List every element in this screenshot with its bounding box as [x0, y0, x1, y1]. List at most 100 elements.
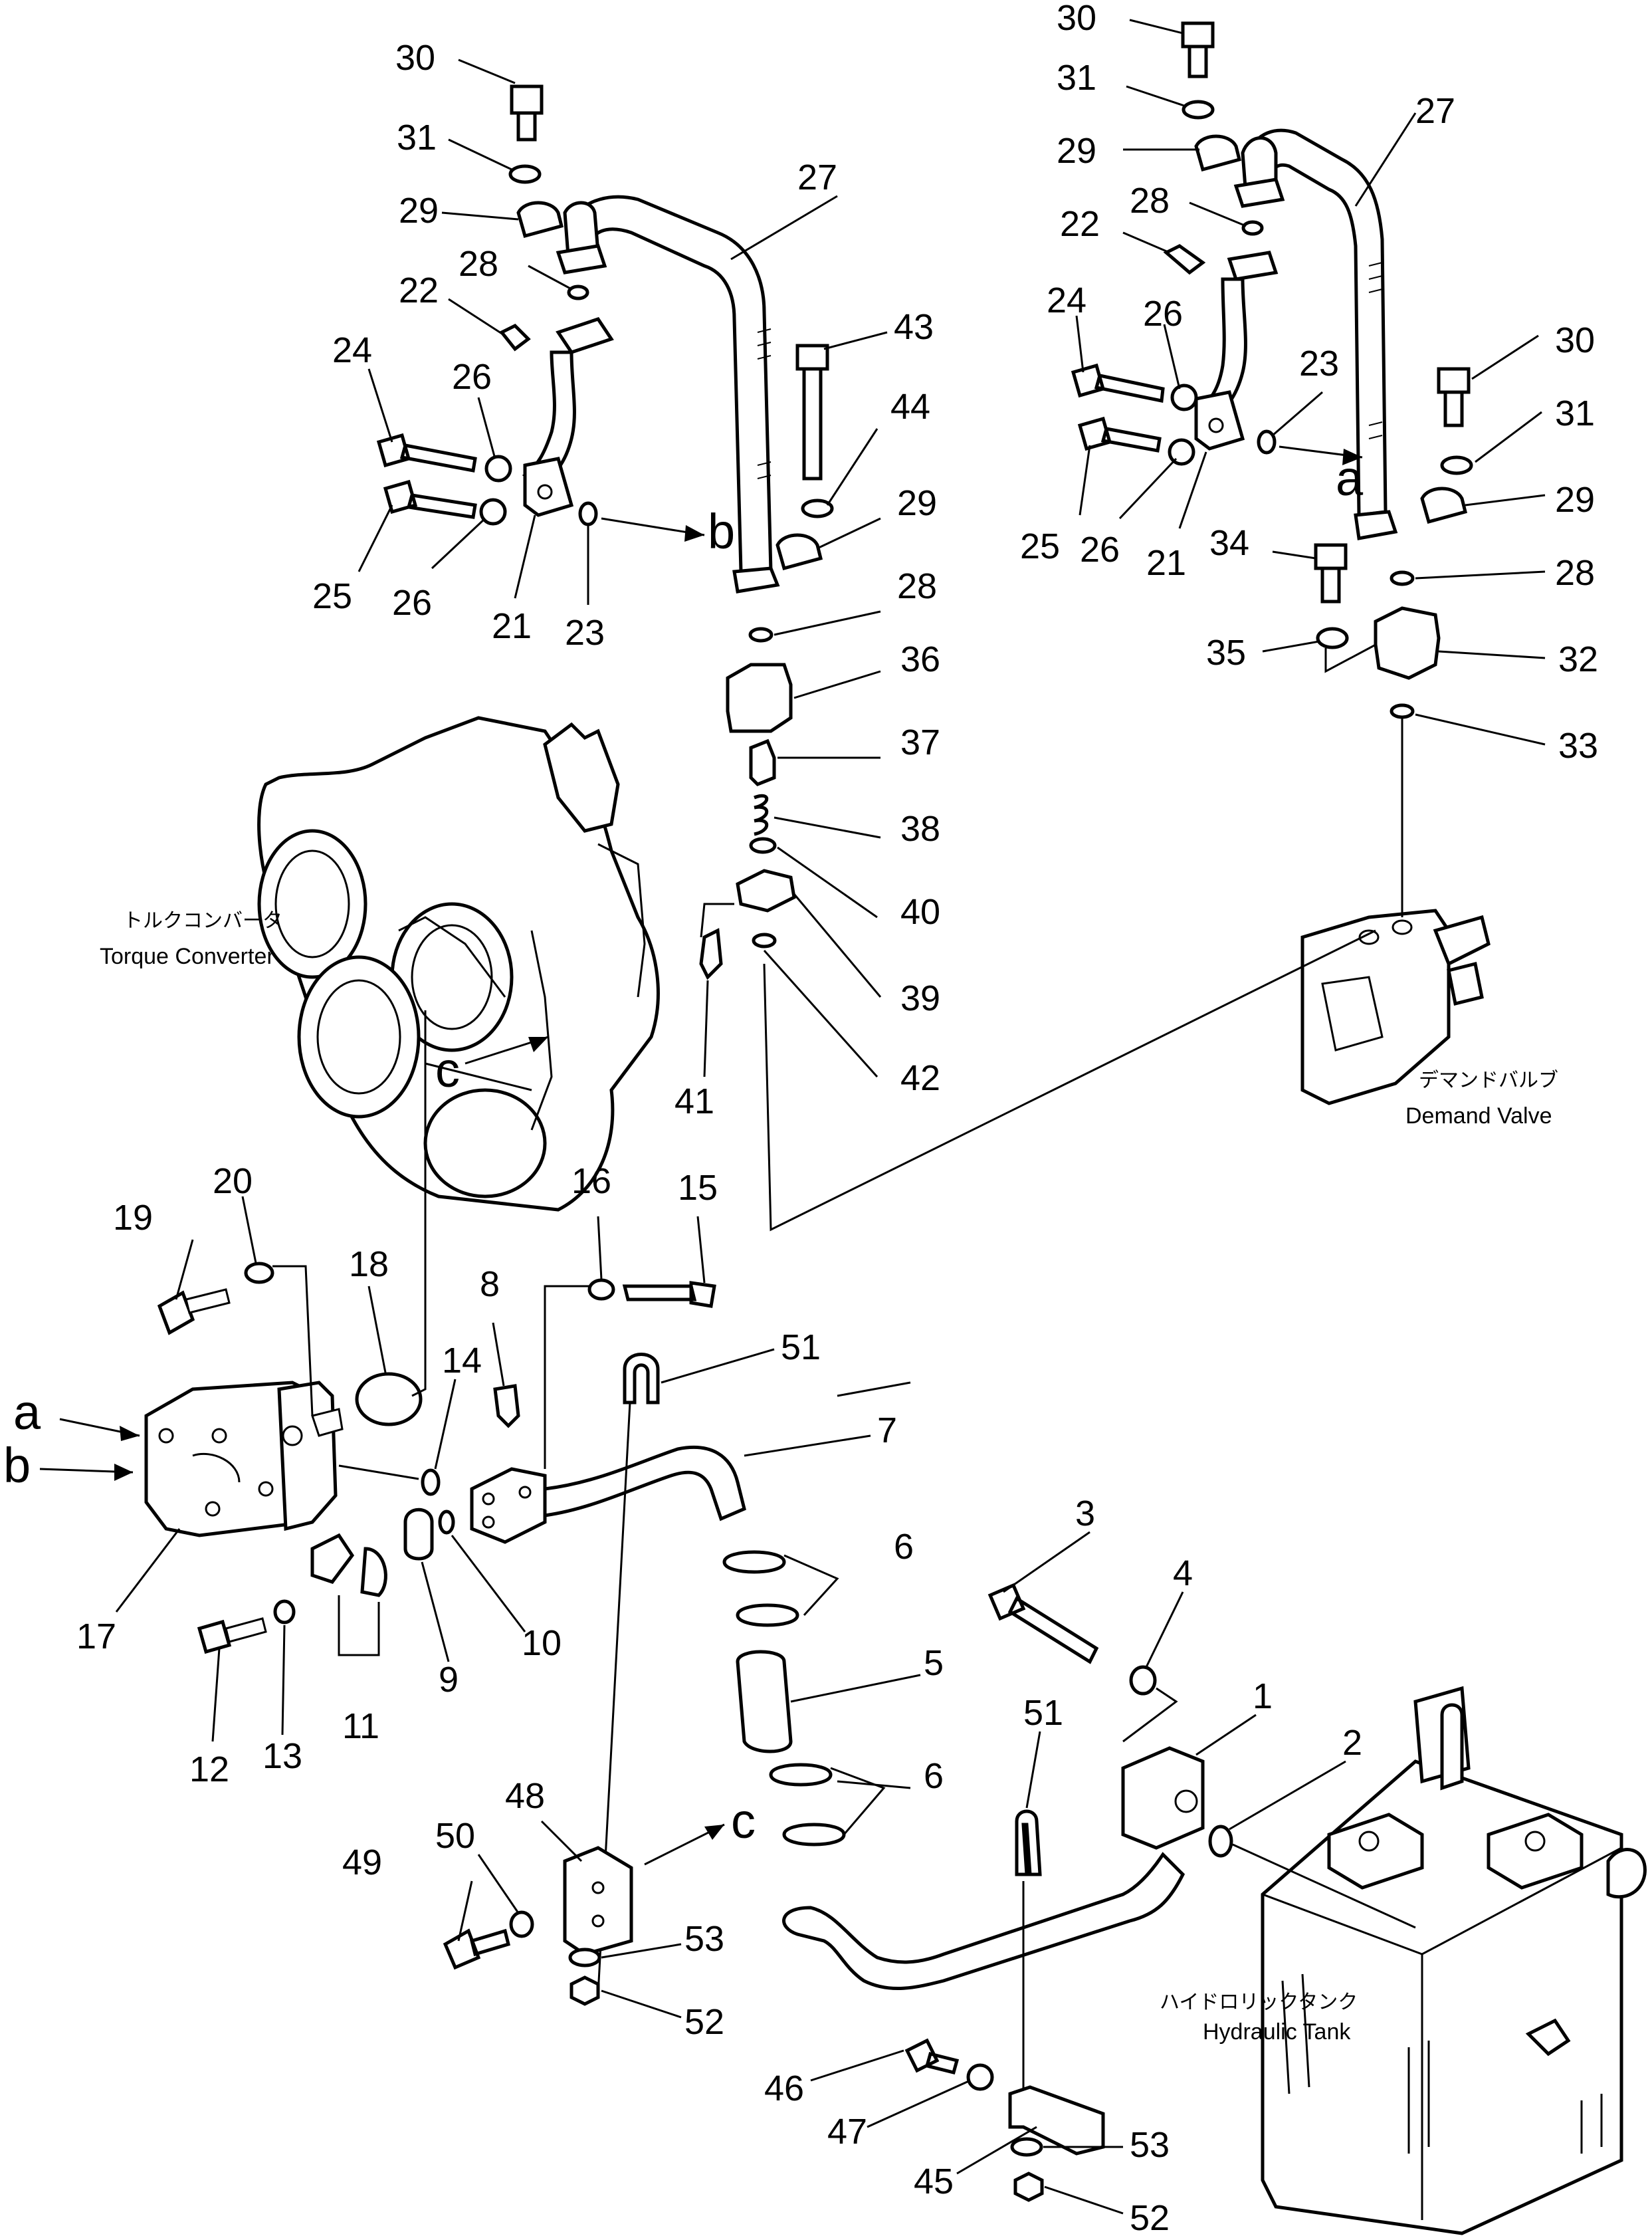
- hose-clamp-6b: [736, 1603, 799, 1627]
- bolt-25-left: [383, 479, 477, 519]
- arrow-a-into-pump: a: [13, 1385, 140, 1441]
- washer-47: [966, 2063, 994, 2091]
- callout-21-right: 21: [1146, 543, 1186, 583]
- nut-52: [569, 1975, 600, 2006]
- hose-clamp-6d: [782, 1823, 846, 1846]
- callout-16: 16: [571, 1161, 611, 1201]
- washer-26-left-a: [484, 455, 512, 483]
- bracket-48: [563, 1846, 633, 1956]
- demand-valve-label-en: Demand Valve: [1405, 1103, 1552, 1129]
- callout-30-right-top: 30: [1057, 0, 1096, 38]
- washer-26-left-b: [479, 498, 507, 526]
- callout-32: 32: [1558, 639, 1598, 679]
- callout-46: 46: [764, 2069, 804, 2108]
- callout-2: 2: [1342, 1723, 1362, 1763]
- callout-40: 40: [900, 892, 940, 932]
- washer-16: [587, 1278, 615, 1301]
- callout-33: 33: [1558, 726, 1598, 766]
- callout-7: 7: [877, 1410, 897, 1450]
- torque-converter-label-en: Torque Converter: [100, 944, 274, 969]
- line-o-ring-2-to-tank: [1232, 1843, 1416, 1929]
- callout-1: 1: [1253, 1676, 1273, 1716]
- callout-12: 12: [189, 1749, 229, 1789]
- part-number-callouts: 30 31 29 28 22 24 26 25 26 21 23 27 43 4…: [76, 0, 1598, 2238]
- hose-clamp-6a: [722, 1550, 786, 1574]
- callout-28-right-mid: 28: [1555, 553, 1595, 593]
- arrow-letter-a-pump: a: [13, 1385, 41, 1440]
- washer-53: [568, 1948, 601, 1967]
- callout-13: 13: [262, 1736, 302, 1776]
- line-block-to-demand-valve: [763, 929, 1376, 1232]
- callout-28-left-lower: 28: [897, 566, 937, 606]
- callout-20: 20: [213, 1161, 253, 1201]
- callout-23-right: 23: [1299, 344, 1339, 384]
- callout-29-left-lower: 29: [897, 483, 937, 523]
- callout-42: 42: [900, 1058, 940, 1098]
- callout-9: 9: [439, 1660, 459, 1700]
- washer-53-lower: [1010, 2137, 1043, 2157]
- callout-11: 11: [342, 1706, 379, 1746]
- adapter-block-15-16: [470, 1467, 547, 1544]
- callout-49: 49: [342, 1843, 382, 1882]
- o-ring-10: [438, 1510, 455, 1535]
- block-36: [726, 663, 793, 733]
- callout-52-left: 52: [684, 2002, 724, 2042]
- callout-30-right-mid: 30: [1555, 320, 1595, 360]
- bolt-24-left: [376, 433, 477, 473]
- bolt-3: [987, 1583, 1099, 1664]
- callout-31-right-mid: 31: [1555, 393, 1595, 433]
- callout-26-right-top: 26: [1143, 294, 1183, 334]
- fitting-37: [749, 738, 776, 786]
- washer-20: [244, 1262, 274, 1284]
- hydraulic-pump: [144, 1381, 344, 1537]
- callout-35: 35: [1206, 633, 1246, 673]
- callout-24-right: 24: [1047, 280, 1086, 320]
- callout-15: 15: [678, 1168, 718, 1208]
- callout-50: 50: [435, 1816, 475, 1856]
- bolt-30-right-mid: [1437, 367, 1471, 427]
- callout-28-right-top: 28: [1130, 181, 1170, 221]
- washer-50: [509, 1910, 534, 1938]
- spring-38: [754, 794, 769, 836]
- callout-31-right-top: 31: [1057, 58, 1096, 98]
- callout-10: 10: [522, 1623, 562, 1663]
- suction-pipe: [782, 1852, 1186, 1991]
- split-flange-11a: [310, 1533, 355, 1584]
- callout-6-lower: 6: [924, 1756, 944, 1796]
- callout-53-left: 53: [684, 1919, 724, 1959]
- callout-24-left: 24: [332, 330, 372, 370]
- callout-26-right-bottom: 26: [1080, 530, 1120, 570]
- clamp-29-right-top: [1194, 134, 1242, 172]
- callout-14: 14: [442, 1341, 482, 1381]
- hose-clamp-6c: [769, 1763, 833, 1787]
- washer-4: [1129, 1665, 1157, 1696]
- arrow-a-upper: a: [1279, 445, 1364, 506]
- o-ring-23-right: [1257, 429, 1277, 455]
- elbow-22-right: [1163, 244, 1206, 275]
- bolt-49: [443, 1928, 511, 1970]
- callout-41: 41: [674, 1081, 714, 1121]
- bolt-12: [197, 1619, 232, 1654]
- callout-53-right: 53: [1130, 2125, 1170, 2165]
- arrow-letter-b-pump: b: [3, 1438, 31, 1493]
- nut-52-lower: [1013, 2172, 1044, 2202]
- callout-47: 47: [827, 2112, 867, 2152]
- seal-9: [403, 1508, 434, 1561]
- o-ring-28-right-top: [1241, 220, 1264, 236]
- o-ring-28-left: [567, 284, 589, 300]
- left-pipe-assembly: [522, 195, 780, 594]
- hydraulic-tank-label-en: Hydraulic Tank: [1203, 2019, 1351, 2045]
- demand-valve-label-jp: デマンドバルブ: [1419, 1069, 1558, 1091]
- callout-27-left: 27: [797, 158, 837, 197]
- leader-block-15: [544, 1285, 601, 1469]
- leader-20-pump: [272, 1265, 314, 1416]
- split-flange-11b: [360, 1547, 387, 1597]
- callout-52-right: 52: [1130, 2198, 1170, 2238]
- washer-31-right-mid: [1440, 455, 1473, 475]
- bolt-30-right-top: [1181, 21, 1215, 78]
- callout-26-left-top: 26: [452, 357, 492, 397]
- bolt-25-right: [1077, 416, 1162, 453]
- arrow-c-lower: c: [644, 1793, 756, 1866]
- callout-25-left: 25: [312, 576, 352, 616]
